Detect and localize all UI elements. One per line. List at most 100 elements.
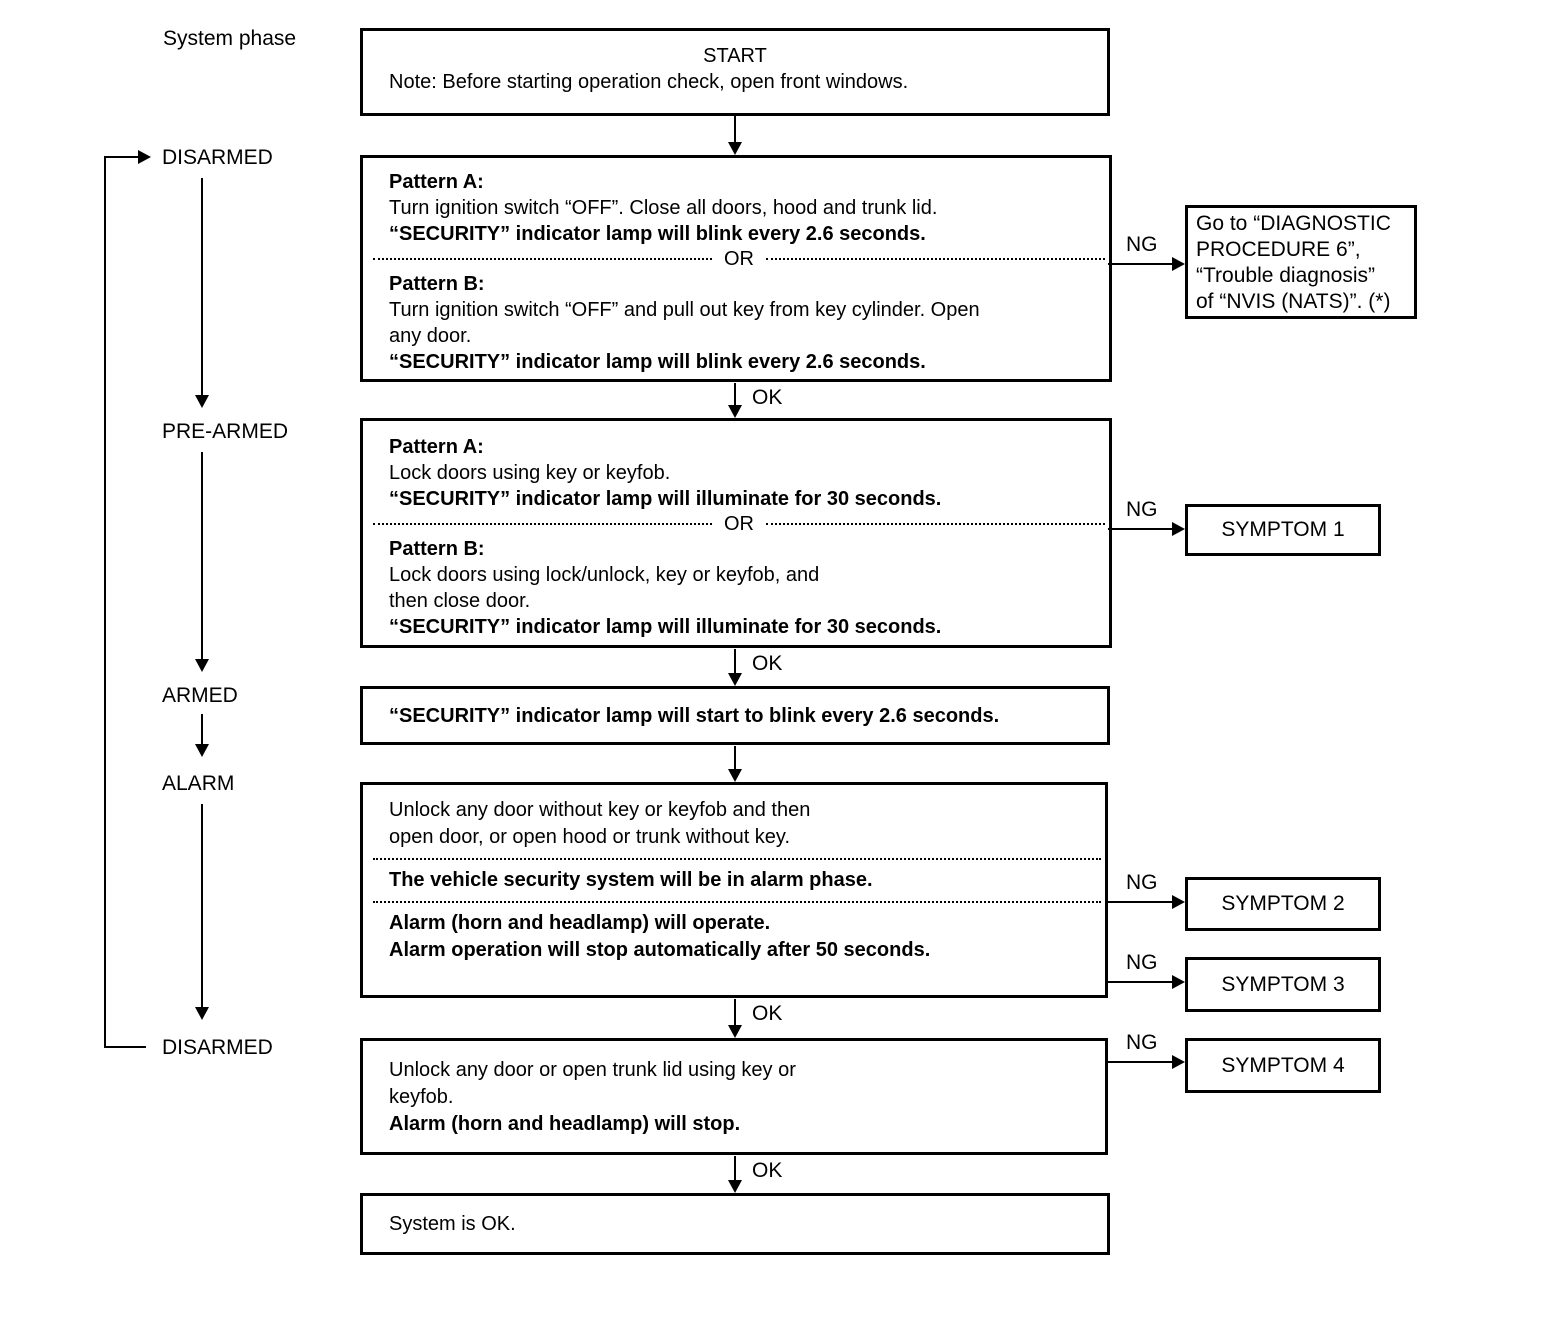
connector-arrowhead-5-icon [728,1180,742,1193]
ok-label: OK [752,1159,783,1182]
system-phase-label: System phase [163,27,297,50]
start-title: START [703,45,767,67]
connector-line-4 [734,999,736,1025]
ng-arrowhead-2-icon [1172,522,1185,536]
connector-arrowhead-1-icon [728,405,742,418]
system-ok-text: System is OK. [389,1213,516,1235]
connector-line-start [734,116,736,143]
connector-arrowhead-2-icon [728,673,742,686]
ng-label: NG [1126,1031,1158,1054]
phase-arrowhead-2-icon [195,659,209,672]
phase-disarmed-top: DISARMED [162,146,273,169]
ng-label: NG [1126,498,1158,521]
ok-label: OK [752,652,783,675]
or-label: OR [724,248,754,270]
ng-arrowhead-4-icon [1172,975,1185,989]
system-ok-box: System is OK. [360,1193,1110,1255]
diagnostic-ref-line-2: PROCEDURE 6”, [1196,238,1361,261]
pattern-a-result: “SECURITY” indicator lamp will blink eve… [389,223,926,245]
connector-line-2 [734,649,736,674]
ok-label: OK [752,386,783,409]
dotted-line [373,901,1101,903]
pattern-b-text-2: then close door. [389,590,531,612]
connector-line-3 [734,746,736,770]
pattern-a-text: Lock doors using key or keyfob. [389,462,671,484]
pre-armed-check-box: Pattern A: Lock doors using key or keyfo… [360,418,1112,648]
ng-arrowhead-3-icon [1172,895,1185,909]
pattern-a-text: Turn ignition switch “OFF”. Close all do… [389,197,938,219]
or-label: OR [724,513,754,535]
connector-line-5 [734,1156,736,1180]
pattern-b-text-1: Lock doors using lock/unlock, key or key… [389,564,820,586]
phase-pre-armed: PRE-ARMED [162,420,289,443]
ng-line-4 [1106,981,1172,983]
alarm-operate-note: Alarm (horn and headlamp) will operate. [389,912,771,934]
alarm-box: Unlock any door without key or keyfob an… [360,782,1108,998]
diagnostic-ref-line-4: of “NVIS (NATS)”. (*) [1196,290,1391,313]
dotted-line [766,523,1105,525]
armed-box: “SECURITY” indicator lamp will start to … [360,686,1110,745]
pattern-b-text-1: Turn ignition switch “OFF” and pull out … [389,299,980,321]
alarm-trigger-2: open door, or open hood or trunk without… [389,826,791,848]
loop-arrowhead-icon [138,150,151,164]
ng-line-2 [1108,528,1172,530]
phase-alarm: ALARM [162,772,235,795]
dotted-line [373,858,1101,860]
ng-arrowhead-5-icon [1172,1055,1185,1069]
ng-line-5 [1106,1061,1172,1063]
alarm-trigger-1: Unlock any door without key or keyfob an… [389,799,811,821]
armed-note: “SECURITY” indicator lamp will start to … [389,704,1000,727]
or-separator: OR [373,514,1105,534]
loop-line-bottom [104,1046,146,1048]
symptom-4-box: SYMPTOM 4 [1185,1038,1381,1093]
diagnostic-ref-line-1: Go to “DIAGNOSTIC [1196,212,1391,235]
phase-arrowhead-1-icon [195,395,209,408]
phase-arrowhead-4-icon [195,1007,209,1020]
loop-line-vertical [104,156,106,1047]
pattern-b-text-2: any door. [389,325,472,347]
pattern-b-result: “SECURITY” indicator lamp will blink eve… [389,351,926,373]
dotted-line [766,258,1105,260]
phase-disarmed-bottom: DISARMED [162,1036,273,1059]
diagnostic-ref-box: Go to “DIAGNOSTIC PROCEDURE 6”, “Trouble… [1185,205,1417,319]
pattern-b-result: “SECURITY” indicator lamp will illuminat… [389,616,942,638]
pattern-a-label: Pattern A: [389,436,484,458]
symptom-1-box: SYMPTOM 1 [1185,504,1381,556]
ng-line-1 [1108,263,1172,265]
ng-label: NG [1126,871,1158,894]
connector-arrowhead-start-icon [728,142,742,155]
symptom-2-box: SYMPTOM 2 [1185,877,1381,931]
or-separator: OR [373,249,1105,269]
phase-arrow-line-2 [201,452,203,659]
loop-line-top [104,156,138,158]
disarmed-check-box: Pattern A: Turn ignition switch “OFF”. C… [360,155,1112,382]
ng-label: NG [1126,951,1158,974]
phase-arrow-line-3 [201,714,203,744]
ng-label: NG [1126,233,1158,256]
connector-arrowhead-3-icon [728,769,742,782]
disarm-text-1: Unlock any door or open trunk lid using … [389,1059,796,1081]
phase-armed: ARMED [162,684,238,707]
connector-line-1 [734,383,736,406]
dotted-line [373,523,712,525]
disarm-result: Alarm (horn and headlamp) will stop. [389,1113,741,1135]
phase-arrowhead-3-icon [195,744,209,757]
ng-line-3 [1106,901,1172,903]
alarm-stop-note: Alarm operation will stop automatically … [389,939,931,961]
disarm-text-2: keyfob. [389,1086,454,1108]
ok-label: OK [752,1002,783,1025]
symptom-3-box: SYMPTOM 3 [1185,957,1381,1012]
phase-arrow-line-4 [201,804,203,1007]
pattern-a-result: “SECURITY” indicator lamp will illuminat… [389,488,942,510]
pattern-a-label: Pattern A: [389,171,484,193]
phase-arrow-line-1 [201,178,203,395]
connector-arrowhead-4-icon [728,1025,742,1038]
alarm-phase-note: The vehicle security system will be in a… [389,869,873,891]
pattern-b-label: Pattern B: [389,538,485,560]
start-box: START Note: Before starting operation ch… [360,28,1110,116]
start-note: Note: Before starting operation check, o… [389,71,909,93]
disarm-box: Unlock any door or open trunk lid using … [360,1038,1108,1155]
diagnostic-ref-line-3: “Trouble diagnosis” [1196,264,1375,287]
pattern-b-label: Pattern B: [389,273,485,295]
